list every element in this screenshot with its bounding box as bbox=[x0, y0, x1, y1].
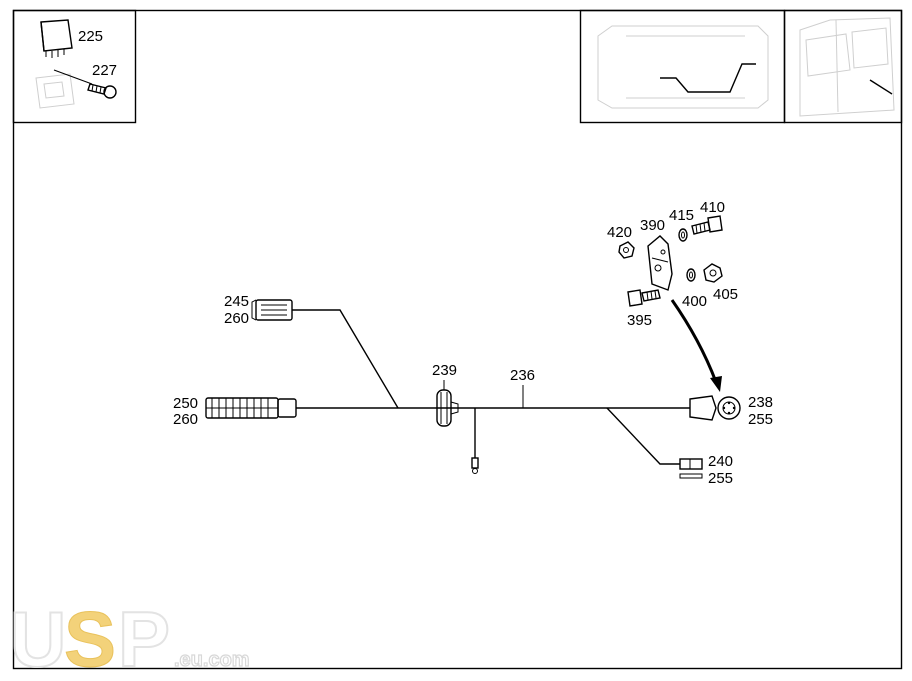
bolt-410-icon bbox=[691, 215, 723, 235]
part-label-236: 236 bbox=[510, 367, 535, 384]
inset-box-relay bbox=[12, 9, 137, 124]
bracket-ghost-icon bbox=[35, 73, 75, 109]
part-label-390: 390 bbox=[640, 217, 665, 234]
part-label-240: 240 bbox=[708, 453, 733, 470]
assembly-arrow-head bbox=[710, 376, 722, 392]
harness-wires bbox=[292, 309, 690, 465]
vehicle-top-view-icon bbox=[597, 25, 769, 109]
nut-405-icon bbox=[703, 263, 723, 283]
part-label-405: 405 bbox=[713, 286, 738, 303]
mounting-bracket-390-icon bbox=[647, 235, 673, 291]
part-label-245: 245 bbox=[224, 293, 249, 310]
usp-watermark: U S P .eu.com bbox=[9, 594, 250, 681]
leader-line-227 bbox=[53, 69, 93, 85]
inset-box-vehicle-top bbox=[579, 9, 786, 124]
watermark-domain: .eu.com bbox=[174, 649, 250, 671]
part-label-400: 400 bbox=[682, 293, 707, 310]
nut-420-icon bbox=[618, 241, 635, 259]
part-label-415: 415 bbox=[669, 207, 694, 224]
connector-240-icon bbox=[679, 458, 703, 479]
connector-245-icon bbox=[251, 299, 293, 321]
part-label-239: 239 bbox=[432, 362, 457, 379]
part-label-238: 238 bbox=[748, 394, 773, 411]
part-label-410: 410 bbox=[700, 199, 725, 216]
part-label-420: 420 bbox=[607, 224, 632, 241]
part-label-225: 225 bbox=[78, 28, 103, 45]
watermark-letter-u: U bbox=[10, 595, 66, 681]
washer-400-icon bbox=[686, 268, 696, 282]
screw-icon bbox=[87, 83, 117, 99]
socket-238-icon bbox=[689, 395, 741, 421]
part-label-227: 227 bbox=[92, 62, 117, 79]
part-label-260-lower: 260 bbox=[173, 411, 198, 428]
watermark-letter-p: P bbox=[118, 595, 170, 681]
connector-250-icon bbox=[205, 397, 297, 419]
part-label-255-lower: 255 bbox=[708, 470, 733, 487]
assembly-arrow bbox=[670, 299, 718, 383]
vehicle-rear-view-icon bbox=[799, 17, 895, 117]
diagram-frame bbox=[12, 9, 903, 670]
part-label-255-upper: 255 bbox=[748, 411, 773, 428]
ground-terminal-icon bbox=[471, 457, 479, 474]
watermark-letter-s: S bbox=[64, 595, 116, 681]
part-label-395: 395 bbox=[627, 312, 652, 329]
bolt-395-icon bbox=[627, 289, 661, 307]
part-label-250: 250 bbox=[173, 395, 198, 412]
washer-415-icon bbox=[678, 228, 688, 242]
inset-box-vehicle-rear bbox=[783, 9, 903, 124]
grommet-239-icon bbox=[436, 380, 459, 427]
relay-icon bbox=[40, 19, 73, 58]
part-label-260-upper: 260 bbox=[224, 310, 249, 327]
